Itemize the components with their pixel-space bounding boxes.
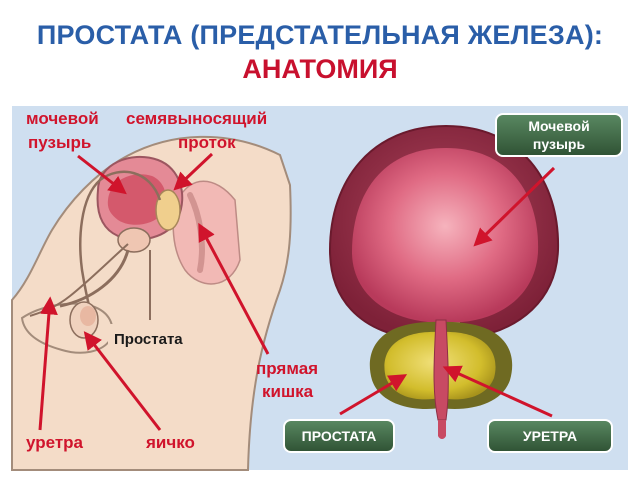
left-arrows	[38, 152, 270, 431]
prostate-box-label: ПРОСТАТА	[302, 428, 377, 444]
prostate-label-bg	[108, 324, 200, 354]
right-arrows	[339, 166, 556, 418]
rectum-label-2: кишка	[262, 382, 314, 401]
right-illustration	[328, 124, 560, 439]
arrow-prostate-right	[339, 374, 408, 416]
title-line-1: ПРОСТАТА (ПРЕДСТАТЕЛЬНАЯ ЖЕЛЕЗА):	[36, 20, 604, 50]
arrow-urethra-right	[442, 365, 553, 418]
bladder	[352, 148, 539, 322]
vas-deferens-label-1: семявыносящий	[126, 109, 267, 128]
arrow-bladder-right	[473, 166, 556, 247]
arrow-vas-deferens	[173, 152, 214, 191]
label-box-bladder: Мочевой пузырь	[495, 113, 623, 157]
bladder-label-1: мочевой	[26, 109, 99, 128]
testicle-label: яичко	[145, 433, 195, 452]
arrow-urethra-left	[38, 296, 58, 431]
left-labels: мочевой пузырь семявыносящий проток Прос…	[26, 109, 318, 452]
urethra-label-left: уретра	[26, 433, 84, 452]
arrow-testicle	[83, 331, 162, 431]
prostate-label: Простата	[114, 331, 183, 348]
urethra	[433, 319, 449, 421]
arrow-bladder	[77, 154, 127, 195]
label-box-urethra: УРЕТРА	[487, 419, 613, 453]
bladder-box-label-1: Мочевой	[528, 118, 589, 134]
urethra-box-label: УРЕТРА	[523, 428, 577, 444]
left-body-illustration	[11, 135, 292, 471]
rectum-label-1: прямая	[256, 359, 318, 378]
label-box-prostate: ПРОСТАТА	[283, 419, 395, 453]
arrow-rectum	[198, 222, 270, 355]
title-line-2: АНАТОМИЯ	[242, 54, 398, 84]
bladder-label-2: пузырь	[28, 133, 91, 152]
bladder-box-label-2: пузырь	[533, 136, 586, 152]
vas-deferens-label-2: проток	[178, 133, 236, 152]
